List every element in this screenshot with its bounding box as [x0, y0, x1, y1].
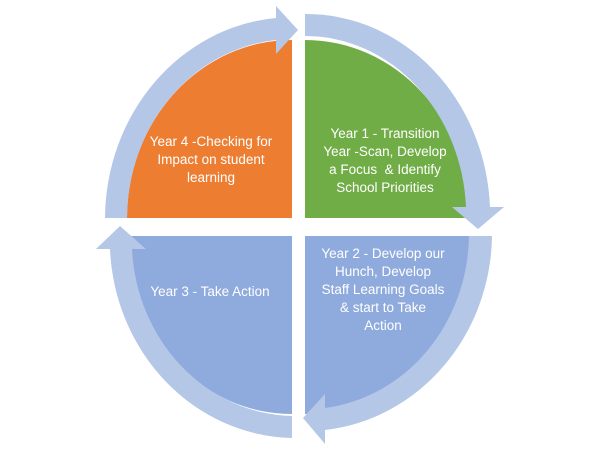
quadrant-year-2-line: Year 2 - Develop our — [321, 246, 445, 261]
quadrant-year-1 — [305, 40, 470, 218]
quadrant-year-2-line: Staff Learning Goals — [321, 282, 445, 297]
quadrant-year-4-line: Year 4 -Checking for — [149, 134, 273, 149]
quadrant-year-2 — [305, 236, 470, 414]
quadrant-year-4 — [127, 40, 292, 218]
arrow-year2-to-year3 — [303, 236, 492, 444]
arrow-year3-to-year4 — [96, 226, 292, 438]
quadrant-year-3 — [127, 236, 292, 414]
quadrant-year-3-line: Year 3 - Take Action — [150, 284, 270, 299]
quadrant-year-1-line: Year 1 - Transition — [330, 126, 440, 141]
quadrant-year-1-line: Year -Scan, Develop — [323, 144, 447, 159]
quadrant-year-2-line: & start to Take — [339, 300, 427, 315]
quadrant-year-2-line: Action — [364, 318, 402, 333]
quadrant-year-1-line: School Priorities — [336, 180, 434, 195]
quadrant-year-2-line: Hunch, Develop — [334, 264, 432, 279]
quadrant-year-2-label: Year 2 - Develop our Hunch, Develop Staf… — [308, 242, 458, 338]
quadrant-year-1-line: a Focus & Identify — [329, 162, 441, 177]
arrow-year1-to-year2 — [305, 13, 504, 229]
quadrant-year-3-label: Year 3 - Take Action — [135, 272, 285, 312]
quadrant-year-1-label: Year 1 - Transition Year -Scan, Develop … — [316, 118, 454, 204]
quadrant-year-4-line: learning — [186, 170, 236, 185]
quadrant-year-4-line: Impact on student — [157, 152, 265, 167]
arrow-year4-to-year1 — [105, 6, 298, 218]
quadrant-year-4-label: Year 4 -Checking for Impact on student l… — [142, 128, 280, 192]
